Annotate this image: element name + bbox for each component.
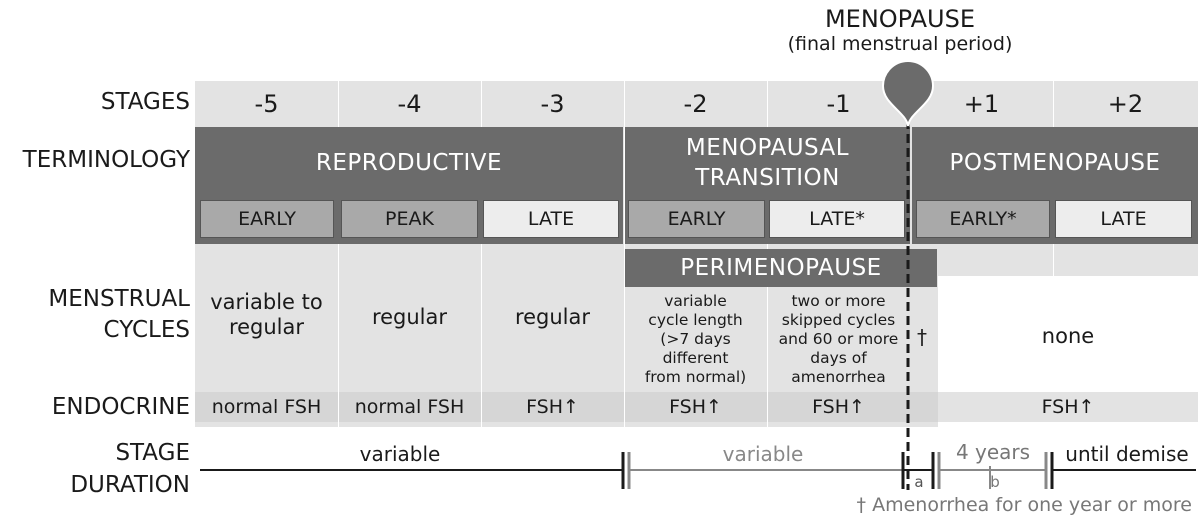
menstrual-cell: two or more skipped cycles and 60 or mor… — [767, 292, 910, 387]
menstrual-text: different — [662, 349, 729, 367]
row-label-terminology: TERMINOLOGY — [22, 147, 190, 173]
stage-number: +2 — [1107, 90, 1144, 118]
late-post-duration-label: until demise — [1065, 442, 1189, 466]
menstrual-text: variable — [664, 292, 727, 310]
menstrual-text: two or more — [791, 292, 886, 310]
menstrual-text: regular — [228, 315, 305, 339]
menstrual-cell: none — [1041, 323, 1095, 348]
subphase-box: EARLY — [200, 200, 334, 238]
stage-number: -3 — [540, 90, 565, 118]
subphase-box: EARLY* — [916, 200, 1050, 238]
menstrual-text: from normal) — [644, 368, 747, 386]
endocrine-cell: FSH↑ — [526, 396, 579, 418]
transition-label-line2: TRANSITION — [695, 165, 840, 191]
stage-number: -1 — [826, 90, 851, 118]
endocrine-cell: FSH↑ — [1041, 396, 1095, 418]
menstrual-text: (>7 days — [660, 330, 731, 348]
stage-number: +1 — [963, 90, 1000, 118]
menstrual-text: amenorrhea — [791, 368, 886, 386]
reproductive-duration-label: variable — [359, 442, 441, 466]
menstrual-text: cycle length — [648, 311, 743, 329]
column-divider — [624, 81, 625, 427]
endocrine-cell: FSH↑ — [812, 396, 865, 418]
menstrual-text: skipped cycles — [781, 311, 896, 329]
menstrual-text: days of — [810, 349, 867, 367]
subphase-box: PEAK — [341, 200, 478, 238]
row-label-cycles: CYCLES — [103, 317, 190, 343]
menopause-title: MENOPAUSE — [824, 5, 976, 33]
transition-duration-label: variable — [722, 442, 804, 466]
row-label-menstrual: MENSTRUAL — [48, 286, 190, 312]
menstrual-cell: variable to regular — [195, 290, 338, 340]
stage-number: -4 — [397, 90, 422, 118]
menopause-subtitle: (final menstrual period) — [787, 33, 1013, 55]
menstrual-text: and 60 or more — [778, 330, 899, 348]
endocrine-cell: normal FSH — [211, 396, 322, 418]
menstrual-cell: regular — [514, 304, 591, 329]
row-label-stages: STAGES — [100, 89, 190, 115]
transition-label-line1: MENOPAUSAL — [685, 135, 850, 161]
menstrual-cell: variable cycle length (>7 days different… — [624, 292, 767, 387]
endocrine-band-left — [195, 392, 938, 422]
endocrine-cell: FSH↑ — [669, 396, 722, 418]
endocrine-cell: normal FSH — [354, 396, 465, 418]
early-post-duration-label: 4 years — [955, 440, 1031, 464]
stage-number: -5 — [254, 90, 279, 118]
perimenopause-band: PERIMENOPAUSE — [625, 249, 937, 287]
subphase-box: EARLY — [628, 200, 765, 238]
row-label-endocrine: ENDOCRINE — [51, 394, 190, 420]
subphase-box: LATE* — [769, 200, 905, 238]
column-divider — [338, 81, 339, 427]
footnote: † Amenorrhea for one year or more — [856, 494, 1192, 516]
row-label-stage: STAGE — [115, 440, 190, 466]
column-divider — [481, 81, 482, 427]
postmenopause-endocrine-band — [938, 392, 1198, 422]
dagger-mark: † — [917, 325, 927, 349]
postmenopause-label: POSTMENOPAUSE — [949, 150, 1161, 176]
stage-number: -2 — [683, 90, 708, 118]
subphase-box: LATE — [483, 200, 619, 238]
segment-b-label: b — [990, 473, 1000, 491]
subphase-box: LATE — [1055, 200, 1192, 238]
menstrual-text: variable to — [210, 290, 323, 314]
row-label-duration: DURATION — [70, 472, 190, 498]
menstrual-cell: regular — [371, 304, 448, 329]
segment-a-label: a — [914, 473, 924, 491]
reproductive-label: REPRODUCTIVE — [315, 150, 503, 176]
menopause-marker-icon — [881, 60, 935, 127]
